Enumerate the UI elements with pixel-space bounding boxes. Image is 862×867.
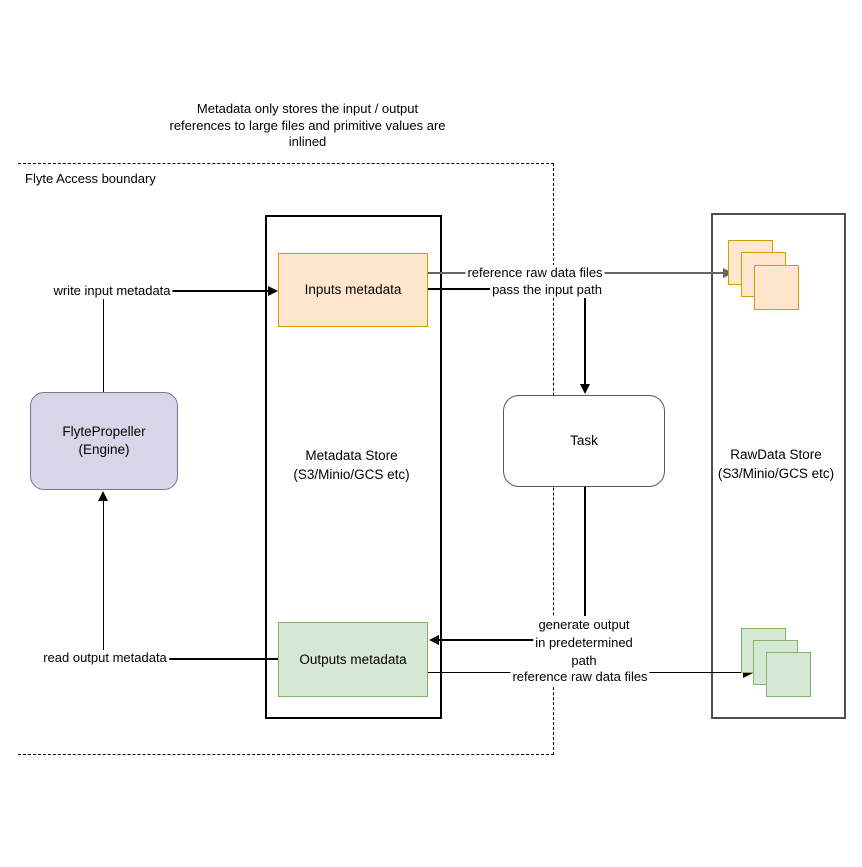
edge-read-output-horizontal: [103, 658, 278, 660]
flytepropeller-label-line2: (Engine): [78, 442, 130, 457]
arrowhead-into-inputs-metadata: [268, 286, 278, 296]
inputs-metadata-node: Inputs metadata: [278, 253, 428, 327]
reference-raw-data-files-bottom-label: reference raw data files: [510, 669, 650, 685]
rawdata-store-title: RawData Store (S3/Minio/GCS etc): [676, 446, 862, 483]
flytepropeller-node: FlytePropeller (Engine): [30, 392, 178, 490]
outputs-metadata-node: Outputs metadata: [278, 622, 428, 697]
outputs-metadata-label: Outputs metadata: [299, 651, 407, 667]
generate-output-label-line3: path: [571, 653, 597, 668]
generate-output-label: generate output in predetermined path: [533, 616, 635, 670]
arrowhead-into-flytepropeller: [98, 491, 108, 501]
arrowhead-into-task: [580, 384, 590, 394]
pass-the-input-path-label: pass the input path: [490, 282, 604, 298]
generate-output-label-line1: generate output: [538, 617, 630, 632]
rawdata-store-title-line1: RawData Store: [730, 447, 822, 462]
metadata-note-line3: inlined: [288, 134, 327, 149]
rawdata-store-title-line2: (S3/Minio/GCS etc): [717, 465, 835, 481]
flyte-access-boundary-label: Flyte Access boundary: [25, 171, 156, 186]
arrowhead-into-outputs-metadata: [429, 635, 439, 645]
reference-raw-data-files-top-label: reference raw data files: [465, 265, 605, 281]
inputs-metadata-label: Inputs metadata: [304, 282, 402, 297]
edge-generate-output-vertical: [584, 487, 586, 640]
raw-output-file-icon-3: [766, 652, 811, 697]
metadata-note-line2: references to large files and primitive …: [169, 117, 446, 133]
metadata-note: Metadata only stores the input / output …: [135, 101, 480, 151]
edge-write-input-horizontal: [103, 290, 269, 292]
read-output-metadata-label: read output metadata: [41, 650, 169, 666]
metadata-store-title-line1: Metadata Store: [305, 448, 398, 463]
generate-output-label-line2: in predetermined: [535, 635, 633, 650]
edge-write-input-vertical: [102, 291, 104, 392]
raw-input-file-icon-3: [754, 265, 799, 310]
edge-read-output-vertical: [102, 500, 104, 659]
write-input-metadata-label: write input metadata: [51, 283, 173, 299]
metadata-store-title-line2: (S3/Minio/GCS etc): [293, 466, 410, 482]
edge-pass-input-vertical: [584, 288, 586, 385]
arrowhead-into-raw-outputs-files: [743, 668, 753, 678]
metadata-note-line1: Metadata only stores the input / output: [196, 101, 419, 116]
flytepropeller-label-line1: FlytePropeller: [62, 424, 146, 439]
metadata-store-title: Metadata Store (S3/Minio/GCS etc): [265, 447, 438, 484]
edge-generate-output-horizontal: [437, 639, 586, 641]
task-node: Task: [503, 395, 665, 487]
task-label: Task: [570, 433, 598, 448]
